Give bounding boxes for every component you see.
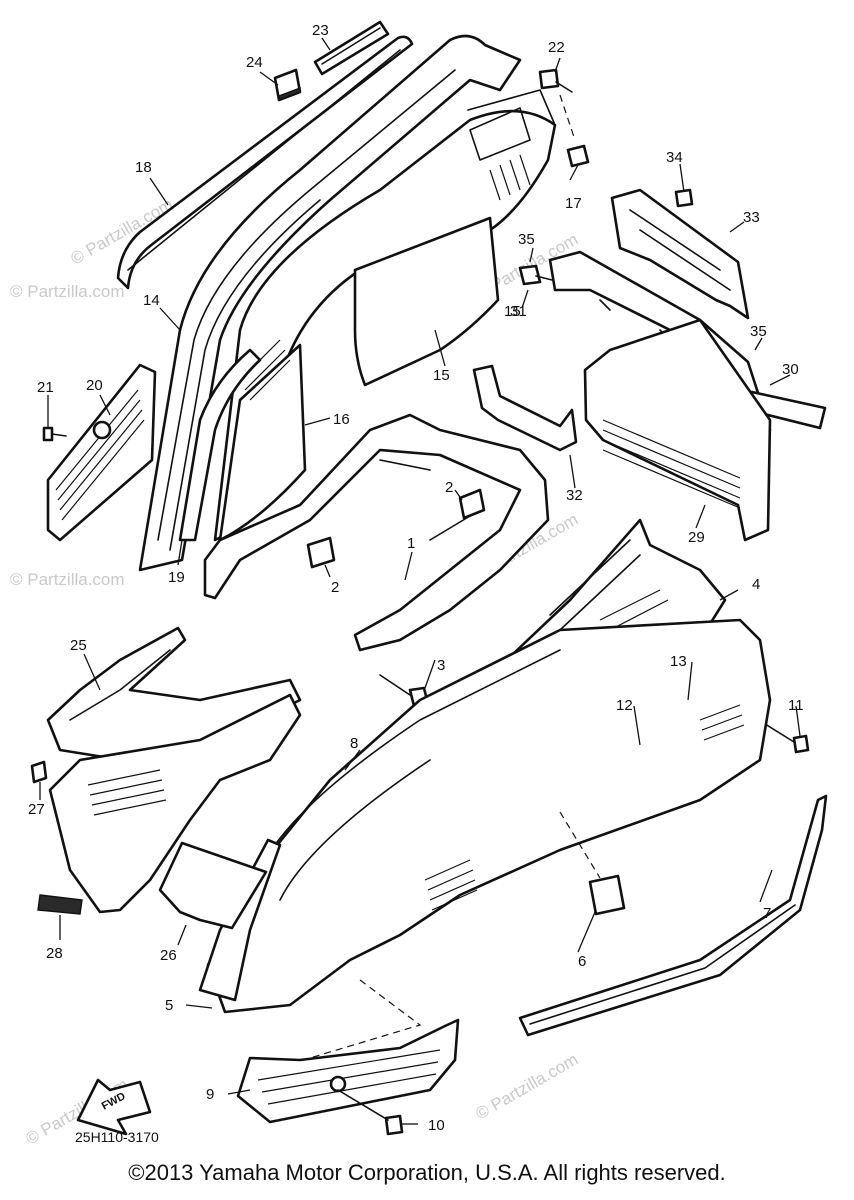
- watermark: © Partzilla.com: [10, 282, 125, 301]
- callout-16: 16: [333, 411, 350, 428]
- callout-11: 11: [788, 697, 804, 714]
- watermark: © Partzilla.com: [473, 1050, 582, 1124]
- part-2-pad-b: [306, 536, 336, 569]
- part-27-screw: [30, 760, 48, 784]
- part-11-screw: [761, 721, 810, 754]
- callout-13: 13: [670, 653, 687, 670]
- part-22-bolt: [538, 68, 573, 93]
- callout-29: 29: [688, 529, 705, 546]
- part-10-screw: [337, 1089, 404, 1136]
- callout-32: 32: [566, 487, 583, 504]
- callout-9: 9: [206, 1086, 214, 1103]
- part-29-panel: [583, 318, 772, 542]
- callout-1: 1: [407, 535, 415, 552]
- callout-4: 4: [752, 576, 760, 593]
- callout-2: 2: [445, 479, 453, 496]
- fwd-arrow: FWD: [76, 1078, 152, 1136]
- part-2-pad-a: [458, 488, 486, 520]
- callout-2: 2: [331, 579, 339, 596]
- callout-18: 18: [135, 159, 152, 176]
- assembly-line: [559, 94, 576, 141]
- callout-7: 7: [763, 905, 771, 922]
- part-34-screw: [674, 188, 694, 208]
- part-16-side-panel: [218, 339, 307, 542]
- callout-35b: 35: [750, 323, 767, 340]
- part-33-box: [610, 188, 750, 320]
- part-6-pad: [588, 874, 626, 916]
- callout-30: 30: [782, 361, 799, 378]
- part-32-bracket: [472, 364, 578, 452]
- part-9-guard: [236, 1018, 460, 1124]
- part-24-pad: [273, 68, 302, 102]
- part-20-vent-panel: [46, 363, 157, 542]
- assembly-line: [309, 979, 422, 1059]
- callout-8: 8: [350, 735, 358, 752]
- copyright-notice: ©2013 Yamaha Motor Corporation, U.S.A. A…: [128, 1160, 726, 1185]
- callout-23: 23: [312, 22, 329, 39]
- callout-12: 12: [616, 697, 633, 714]
- callout-5: 5: [165, 997, 173, 1014]
- callout-20: 20: [86, 377, 103, 394]
- part-23-strip: [313, 20, 390, 76]
- diagram-code: 25H110-3170: [75, 1129, 159, 1145]
- callout-22: 22: [548, 39, 565, 56]
- callout-31: 31: [510, 303, 527, 320]
- callout-28: 28: [46, 945, 63, 962]
- callout-10: 10: [428, 1117, 445, 1134]
- callout-35: 35: [518, 231, 535, 248]
- callout-19: 19: [168, 569, 185, 586]
- callout-6: 6: [578, 953, 586, 970]
- callout-24: 24: [246, 54, 263, 71]
- part-main-upper-body: [213, 89, 557, 542]
- leader-lines: [39, 37, 801, 1125]
- part-21-screw: [42, 426, 67, 442]
- callout-21: 21: [37, 379, 54, 396]
- part-19-rail: [178, 348, 262, 542]
- assembly-line: [559, 811, 601, 879]
- part-18-molding: [116, 35, 414, 290]
- callout-25: 25: [70, 637, 87, 654]
- part-7-trim: [518, 794, 828, 1037]
- callout-27: 27: [28, 801, 45, 818]
- part-lower-left-body: [48, 693, 302, 914]
- callout-15: 15: [433, 367, 450, 384]
- callout-34: 34: [666, 149, 683, 166]
- callout-17: 17: [565, 195, 582, 212]
- callout-labels: 1 2 2 3 4 5 6 7 8 9 10 11 12 13 14 15 15…: [28, 22, 804, 1134]
- callout-26: 26: [160, 947, 177, 964]
- callout-33: 33: [743, 209, 760, 226]
- part-28-badge: [37, 894, 83, 915]
- part-14-top-frame: [138, 34, 522, 572]
- part-8-body: [206, 618, 772, 1014]
- callout-14: 14: [143, 292, 160, 309]
- watermark: © Partzilla.com: [10, 570, 125, 589]
- callout-15b: 15: [504, 303, 521, 320]
- part-31-bolt: [518, 264, 553, 286]
- part-17-nut: [566, 144, 590, 168]
- part-26-panel: [158, 841, 268, 930]
- callout-3: 3: [437, 657, 445, 674]
